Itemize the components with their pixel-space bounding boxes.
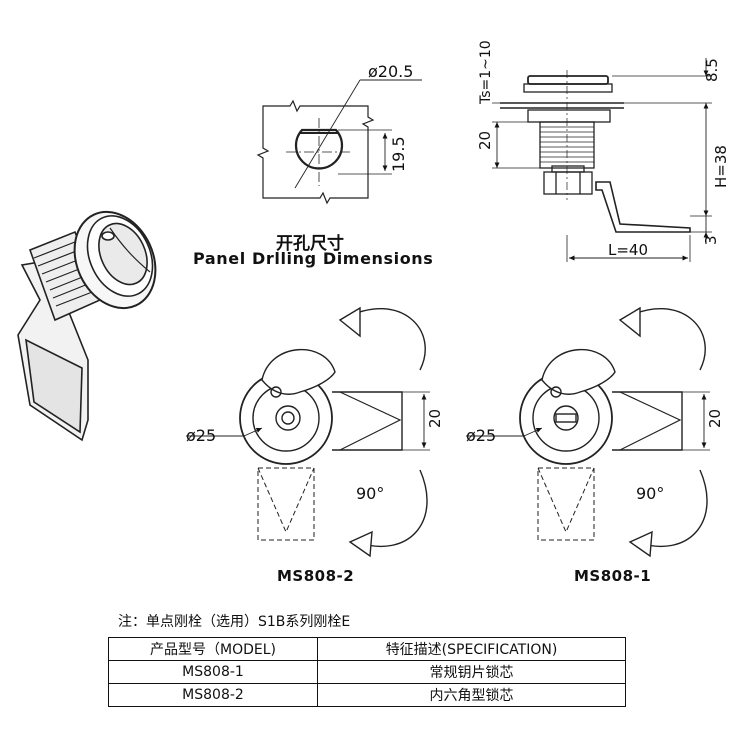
- note-text: 注：单点刚栓（选用）S1B系列刚栓E: [118, 614, 351, 630]
- top-thickness-label: 8.5: [703, 58, 721, 82]
- variant-left-dia: ø25: [186, 426, 216, 445]
- height-label: H=38: [712, 145, 730, 188]
- table-header-spec: 特征描述(SPECIFICATION): [317, 637, 626, 661]
- variant-right-drawing: [466, 306, 710, 558]
- variant-left-model: MS808-2: [277, 567, 355, 585]
- table-cell-model: MS808-1: [108, 660, 318, 684]
- table-header-row: 产品型号（MODEL) 特征描述(SPECIFICATION): [108, 637, 626, 661]
- spec-table: 产品型号（MODEL) 特征描述(SPECIFICATION) MS808-1 …: [108, 637, 626, 707]
- variant-left-width: 20: [426, 409, 444, 428]
- table-row: MS808-1 常规钥片锁芯: [108, 660, 626, 684]
- variant-left-drawing: [186, 306, 430, 558]
- variant-left-angle: 90°: [356, 484, 384, 503]
- table-cell-spec: 内六角型锁芯: [317, 683, 626, 707]
- ts-label: Ts=1~10: [478, 40, 494, 105]
- table-cell-spec: 常规钥片锁芯: [317, 660, 626, 684]
- panel-dia-label: ø20.5: [368, 62, 413, 81]
- panel-drilling-title-en: Panel Drlling Dimensions: [193, 249, 434, 268]
- thread-length-label: 20: [476, 131, 494, 150]
- table-header-model: 产品型号（MODEL): [108, 637, 318, 661]
- variant-right-angle: 90°: [636, 484, 664, 503]
- variant-right-dia: ø25: [466, 426, 496, 445]
- side-view-drawing: [492, 58, 712, 262]
- length-label: L=40: [608, 241, 648, 259]
- product-illustration: [17, 210, 157, 442]
- panel-drilling-drawing: [256, 79, 422, 205]
- tip-label: 3: [702, 235, 720, 245]
- table-cell-model: MS808-2: [108, 683, 318, 707]
- variant-right-width: 20: [706, 409, 724, 428]
- panel-flat-label: 19.5: [389, 136, 408, 172]
- variant-right-model: MS808-1: [574, 567, 652, 585]
- panel-drilling-title-cn: 开孔尺寸: [276, 234, 344, 254]
- table-row: MS808-2 内六角型锁芯: [108, 683, 626, 707]
